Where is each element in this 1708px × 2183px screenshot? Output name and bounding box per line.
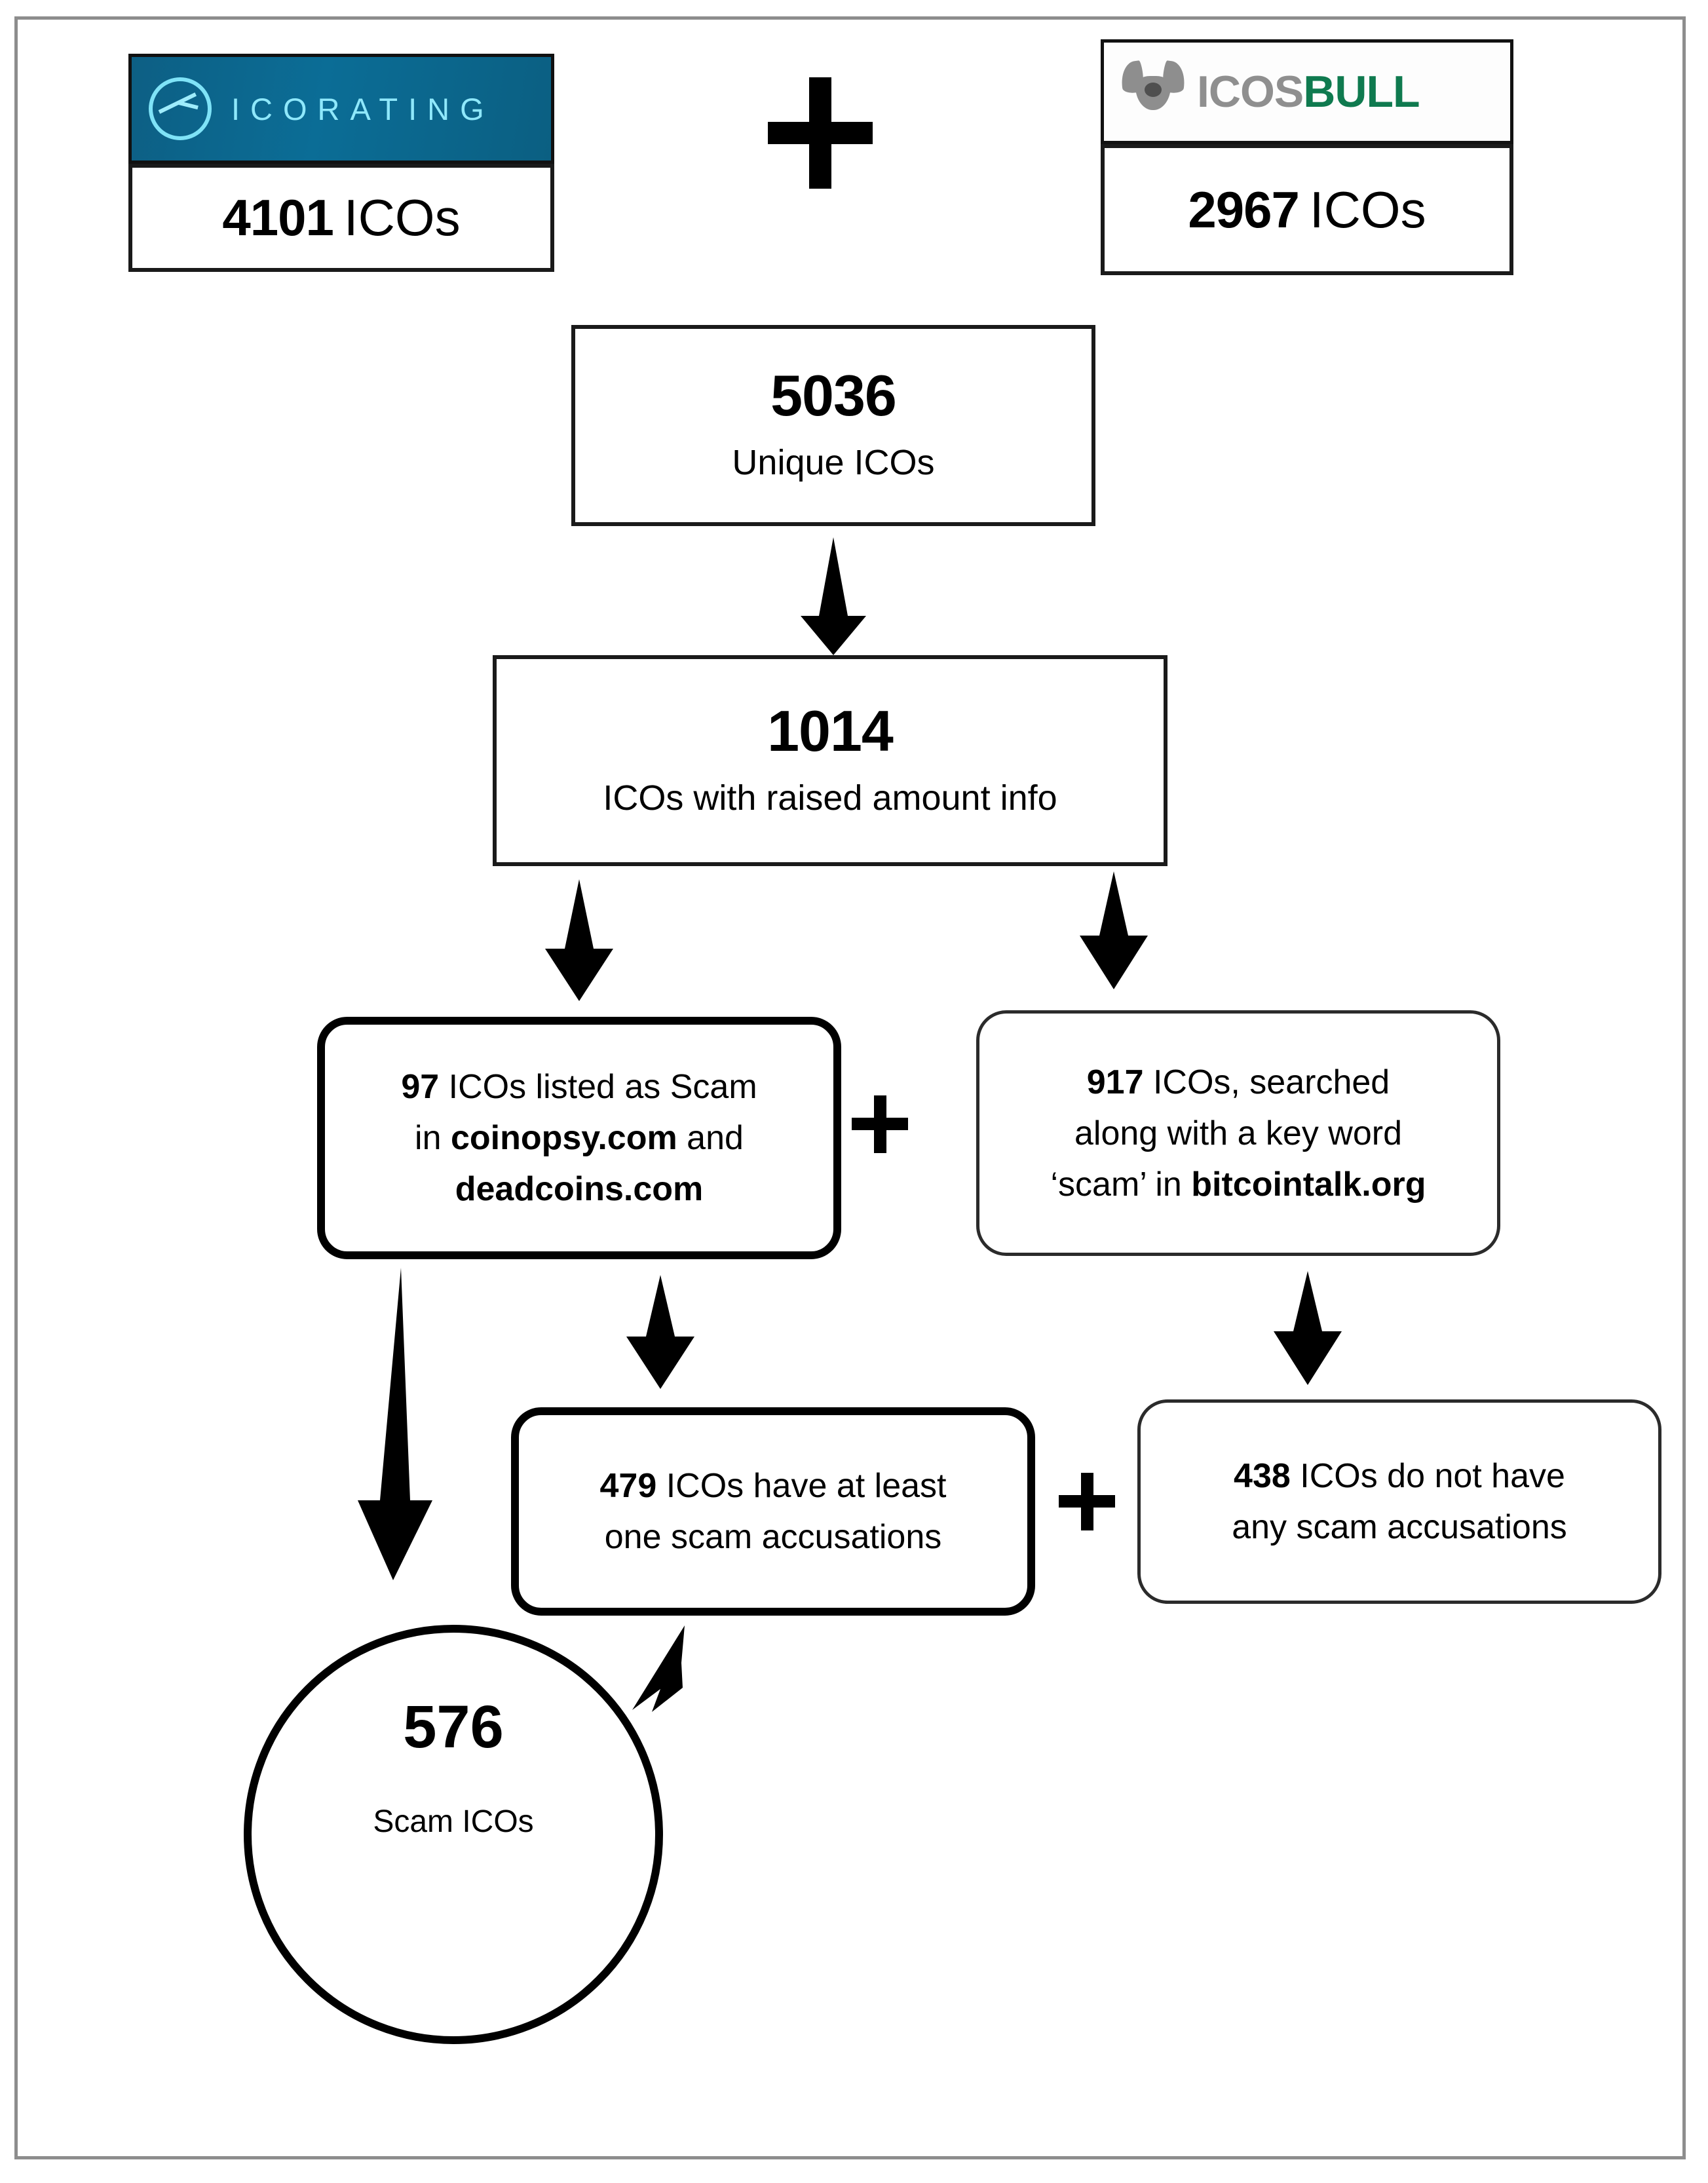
icorating-count-box: 4101 ICOs (128, 164, 554, 272)
no-accusation-line2: any scam accusations (1232, 1508, 1567, 1546)
at-least-one-number: 479 (599, 1467, 657, 1505)
figure-frame (14, 16, 1686, 2159)
listed-scam-deadcoins: deadcoins.com (455, 1170, 704, 1208)
listed-scam-line2-pre: in (415, 1119, 451, 1157)
node-listed-scam: 97 ICOs listed as Scam in coinopsy.com a… (317, 1017, 841, 1259)
icosbull-wordmark: ICOSBULL (1197, 69, 1420, 114)
node-at-least-one-accusation: 479 ICOs have at least one scam accusati… (511, 1407, 1035, 1616)
raised-amount-label: ICOs with raised amount info (603, 778, 1057, 818)
listed-scam-text: 97 ICOs listed as Scam in coinopsy.com a… (384, 1061, 774, 1215)
icorating-count-unit: ICOs (343, 189, 461, 246)
listed-scam-line1: ICOs listed as Scam (439, 1068, 757, 1106)
plus-operator-mid: + (852, 1095, 908, 1153)
no-accusation-number: 438 (1234, 1457, 1291, 1495)
no-accusation-line1: ICOs do not have (1290, 1457, 1565, 1495)
node-scam-icos-result: 576 Scam ICOs (244, 1625, 663, 2044)
unique-icos-label: Unique ICOs (732, 443, 935, 483)
searched-text: 917 ICOs, searched along with a key word… (1033, 1057, 1443, 1210)
icosbull-wordmark-icos: ICOS (1197, 67, 1304, 117)
node-searched-bitcointalk: 917 ICOs, searched along with a key word… (976, 1010, 1500, 1256)
searched-bitcointalk: bitcointalk.org (1191, 1165, 1426, 1204)
listed-scam-coinopsy: coinopsy.com (450, 1119, 677, 1157)
icosbull-count-value: 2967 (1188, 180, 1300, 238)
at-least-one-line2: one scam accusations (604, 1518, 942, 1556)
icosbull-count-box: 2967 ICOs (1101, 144, 1513, 275)
icorating-wordmark: ICORATING (231, 91, 495, 126)
searched-line3-pre: ‘scam’ in (1050, 1165, 1192, 1204)
icorating-logo-banner: ICORATING (128, 54, 554, 164)
icosbull-count-unit: ICOs (1309, 180, 1426, 238)
icosbull-wordmark-bull: BULL (1303, 67, 1420, 117)
plus-operator-top: + (768, 77, 873, 189)
listed-scam-line2-post: and (677, 1119, 744, 1157)
at-least-one-line1: ICOs have at least (656, 1467, 947, 1505)
plus-operator-low: + (1059, 1473, 1115, 1530)
searched-line2: along with a key word (1074, 1114, 1403, 1152)
raised-amount-number: 1014 (767, 698, 894, 763)
icorating-count-value: 4101 (222, 189, 334, 246)
bull-head-icon (1117, 60, 1189, 123)
circle-chart-icon (149, 77, 212, 140)
node-raised-amount: 1014 ICOs with raised amount info (493, 655, 1167, 866)
scam-icos-number: 576 (403, 1694, 504, 1760)
listed-scam-number: 97 (401, 1068, 440, 1106)
icosbull-logo-banner: ICOSBULL (1101, 39, 1513, 144)
searched-line1: ICOs, searched (1143, 1063, 1390, 1101)
node-no-accusation: 438 ICOs do not have any scam accusation… (1137, 1399, 1661, 1604)
node-unique-icos: 5036 Unique ICOs (571, 325, 1095, 526)
searched-number: 917 (1086, 1063, 1144, 1101)
at-least-one-text: 479 ICOs have at least one scam accusati… (583, 1460, 964, 1563)
scam-icos-label: Scam ICOs (373, 1804, 534, 1839)
unique-icos-number: 5036 (770, 363, 897, 428)
no-accusation-text: 438 ICOs do not have any scam accusation… (1215, 1451, 1584, 1553)
